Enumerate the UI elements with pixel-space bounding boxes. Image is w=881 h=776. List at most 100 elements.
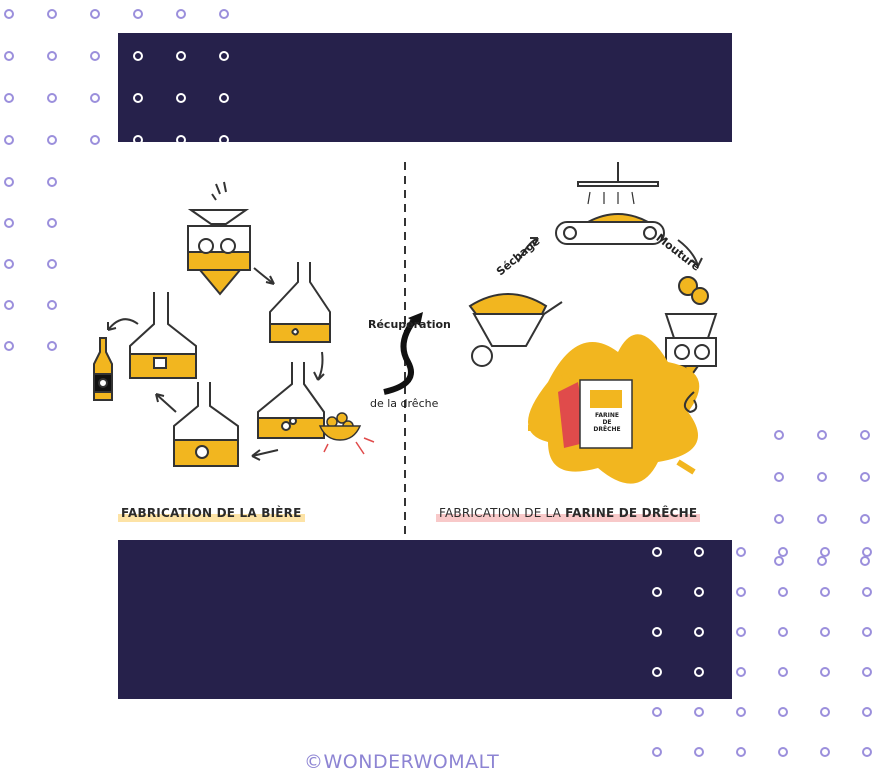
decorative-dot <box>219 51 229 61</box>
decorative-dot <box>219 93 229 103</box>
decorative-dot <box>133 93 143 103</box>
decorative-dot <box>47 9 57 19</box>
decorative-dot <box>90 51 100 61</box>
caption-flour-bold: FARINE DE DRÊCHE <box>565 506 698 520</box>
decorative-dot <box>47 300 57 310</box>
decorative-dot <box>860 514 870 524</box>
decorative-dot <box>652 587 662 597</box>
decorative-dot <box>47 93 57 103</box>
decorative-dot <box>133 51 143 61</box>
process-illustration <box>93 162 718 537</box>
decorative-dot <box>862 627 872 637</box>
caption-beer-making: FABRICATION DE LA BIÈRE <box>118 504 305 522</box>
decorative-dot <box>817 472 827 482</box>
decorative-dot <box>4 93 14 103</box>
decorative-dot <box>47 177 57 187</box>
decorative-dot <box>817 430 827 440</box>
decorative-dot <box>90 135 100 145</box>
decorative-dot <box>219 9 229 19</box>
decorative-dot <box>133 9 143 19</box>
decorative-dot <box>820 707 830 717</box>
mash-tun-icon <box>269 262 331 343</box>
decorative-dot <box>774 430 784 440</box>
decorative-dot <box>774 472 784 482</box>
decorative-dot <box>817 514 827 524</box>
decorative-dot <box>4 135 14 145</box>
boil-kettle-icon <box>257 362 325 439</box>
spent-grain-bowl-icon <box>318 412 375 455</box>
decorative-dot <box>652 547 662 557</box>
decorative-dot <box>820 627 830 637</box>
decorative-dot <box>133 135 143 145</box>
decorative-dot <box>47 341 57 351</box>
process-diagram: Récupération de la drêche Séchage Moutur… <box>78 142 790 540</box>
decorative-dot <box>736 747 746 757</box>
decorative-dot <box>47 259 57 269</box>
center-label-top: Récupération <box>368 318 451 331</box>
decorative-dot <box>176 93 186 103</box>
decorative-dot <box>694 707 704 717</box>
decorative-dot <box>47 51 57 61</box>
decorative-dot <box>862 747 872 757</box>
decorative-dot <box>4 259 14 269</box>
decorative-dot <box>862 667 872 677</box>
decorative-dot <box>736 627 746 637</box>
decorative-dot <box>47 218 57 228</box>
grain-mill-icon <box>187 181 251 296</box>
decorative-dot <box>860 430 870 440</box>
decorative-dot <box>820 747 830 757</box>
decorative-dot <box>736 707 746 717</box>
beer-bottle-icon <box>93 337 113 401</box>
decorative-dot <box>862 547 872 557</box>
decorative-dot <box>736 547 746 557</box>
decorative-dot <box>860 556 870 566</box>
decorative-dot <box>778 747 788 757</box>
decorative-dot <box>4 341 14 351</box>
decorative-dot <box>778 587 788 597</box>
decorative-dot <box>176 51 186 61</box>
decorative-dot <box>778 707 788 717</box>
decorative-dot <box>219 135 229 145</box>
decorative-dot <box>176 9 186 19</box>
bottom-navy-panel <box>118 540 732 699</box>
decorative-dot <box>736 667 746 677</box>
decorative-dot <box>4 177 14 187</box>
caption-flour-making: FABRICATION DE LA FARINE DE DRÊCHE <box>436 504 701 522</box>
decorative-dot <box>652 747 662 757</box>
decorative-dot <box>4 218 14 228</box>
decorative-dot <box>694 747 704 757</box>
decorative-dot <box>694 547 704 557</box>
decorative-dot <box>820 587 830 597</box>
decorative-dot <box>4 51 14 61</box>
decorative-dot <box>862 587 872 597</box>
caption-flour-plain: FABRICATION DE LA <box>439 506 566 520</box>
decorative-dot <box>778 667 788 677</box>
conditioning-tank-icon <box>129 292 197 379</box>
top-navy-panel <box>118 33 732 142</box>
decorative-dot <box>778 547 788 557</box>
decorative-dot <box>778 627 788 637</box>
copyright-credit: ©WONDERWOMALT <box>304 751 500 773</box>
flour-bag-splash-icon <box>528 334 700 484</box>
decorative-dot <box>774 556 784 566</box>
milling-machine-icon <box>664 276 718 378</box>
decorative-dot <box>47 135 57 145</box>
decorative-dot <box>4 9 14 19</box>
decorative-dot <box>860 472 870 482</box>
decorative-dot <box>90 93 100 103</box>
decorative-dot <box>820 547 830 557</box>
decorative-dot <box>176 135 186 145</box>
decorative-dot <box>774 514 784 524</box>
wheelbarrow-icon <box>468 293 563 367</box>
decorative-dot <box>652 667 662 677</box>
decorative-dot <box>652 627 662 637</box>
decorative-dot <box>694 627 704 637</box>
fermenter-icon <box>173 382 239 467</box>
decorative-dot <box>817 556 827 566</box>
decorative-dot <box>652 707 662 717</box>
dryer-conveyor-icon <box>555 162 665 245</box>
decorative-dot <box>4 300 14 310</box>
decorative-dot <box>694 667 704 677</box>
flour-bag-label: FARINE DE DRÊCHE <box>593 412 621 433</box>
decorative-dot <box>862 707 872 717</box>
